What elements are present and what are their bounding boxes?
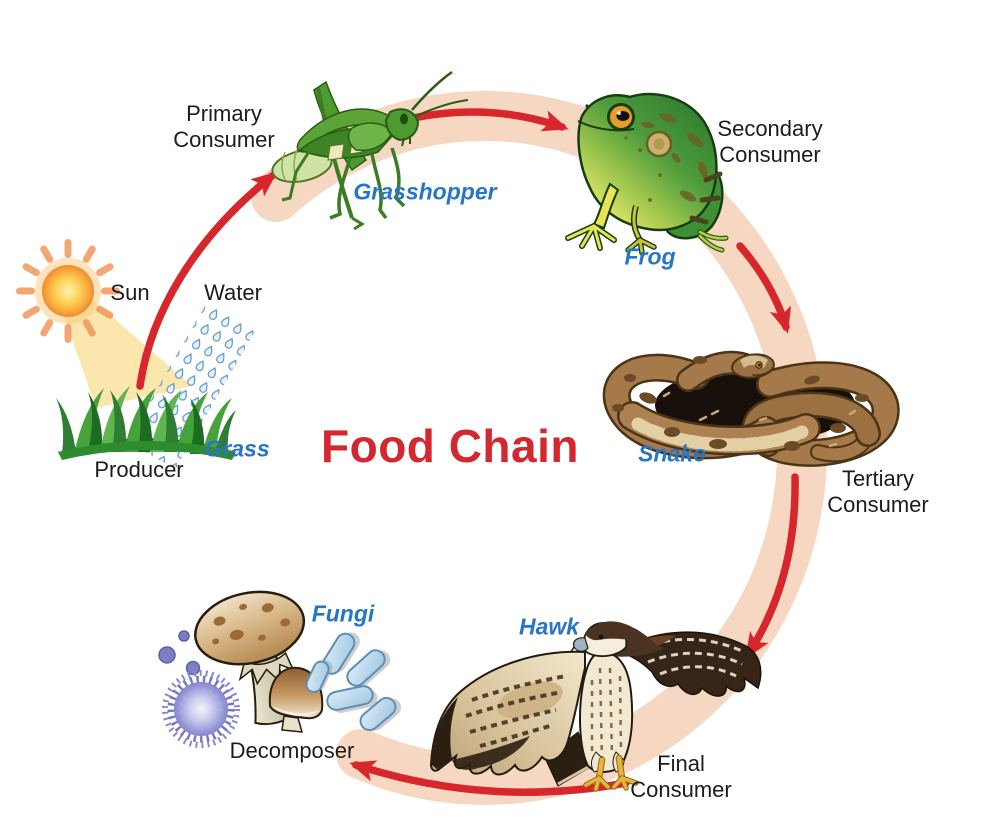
bacteria-rods bbox=[305, 632, 402, 732]
arrow-frog-to-snake bbox=[736, 242, 792, 334]
label-primary-consumer: Primary Consumer bbox=[173, 101, 275, 152]
label-sun: Sun bbox=[110, 280, 150, 306]
label-water: Water bbox=[204, 280, 262, 306]
sun-rays bbox=[16, 239, 120, 343]
label-secondary-consumer: Secondary Consumer bbox=[717, 116, 823, 167]
frog-illustration bbox=[565, 92, 729, 256]
label-decomposer: Decomposer bbox=[229, 738, 355, 764]
diagram-title: Food Chain bbox=[321, 420, 579, 472]
sun-illustration bbox=[16, 239, 120, 343]
label-fungi: Fungi bbox=[311, 600, 375, 627]
label-grass: Grass bbox=[204, 435, 270, 462]
label-producer: Producer bbox=[94, 457, 184, 483]
arrow-snake-to-hawk bbox=[745, 473, 799, 659]
virus-ball bbox=[162, 670, 240, 748]
microbe-dots bbox=[158, 630, 201, 676]
label-grasshopper: Grasshopper bbox=[353, 178, 497, 205]
grass-illustration bbox=[56, 386, 238, 460]
cycle-arrows bbox=[136, 108, 799, 796]
arrow-grass-to-grasshopper bbox=[136, 171, 278, 390]
fungi-illustration bbox=[158, 590, 402, 748]
label-hawk: Hawk bbox=[518, 613, 580, 640]
sun-beam bbox=[62, 294, 192, 408]
arrow-grasshopper-to-frog bbox=[400, 108, 569, 132]
snake-illustration bbox=[602, 350, 900, 467]
label-tertiary-consumer: Tertiary Consumer bbox=[827, 466, 929, 517]
hawk-illustration bbox=[429, 621, 762, 792]
grasshopper-illustration bbox=[271, 70, 469, 231]
arrow-hawk-to-fungi bbox=[349, 760, 630, 796]
label-frog: Frog bbox=[624, 243, 676, 270]
label-final-consumer: Final Consumer bbox=[630, 751, 732, 802]
label-snake: Snake bbox=[638, 440, 706, 467]
